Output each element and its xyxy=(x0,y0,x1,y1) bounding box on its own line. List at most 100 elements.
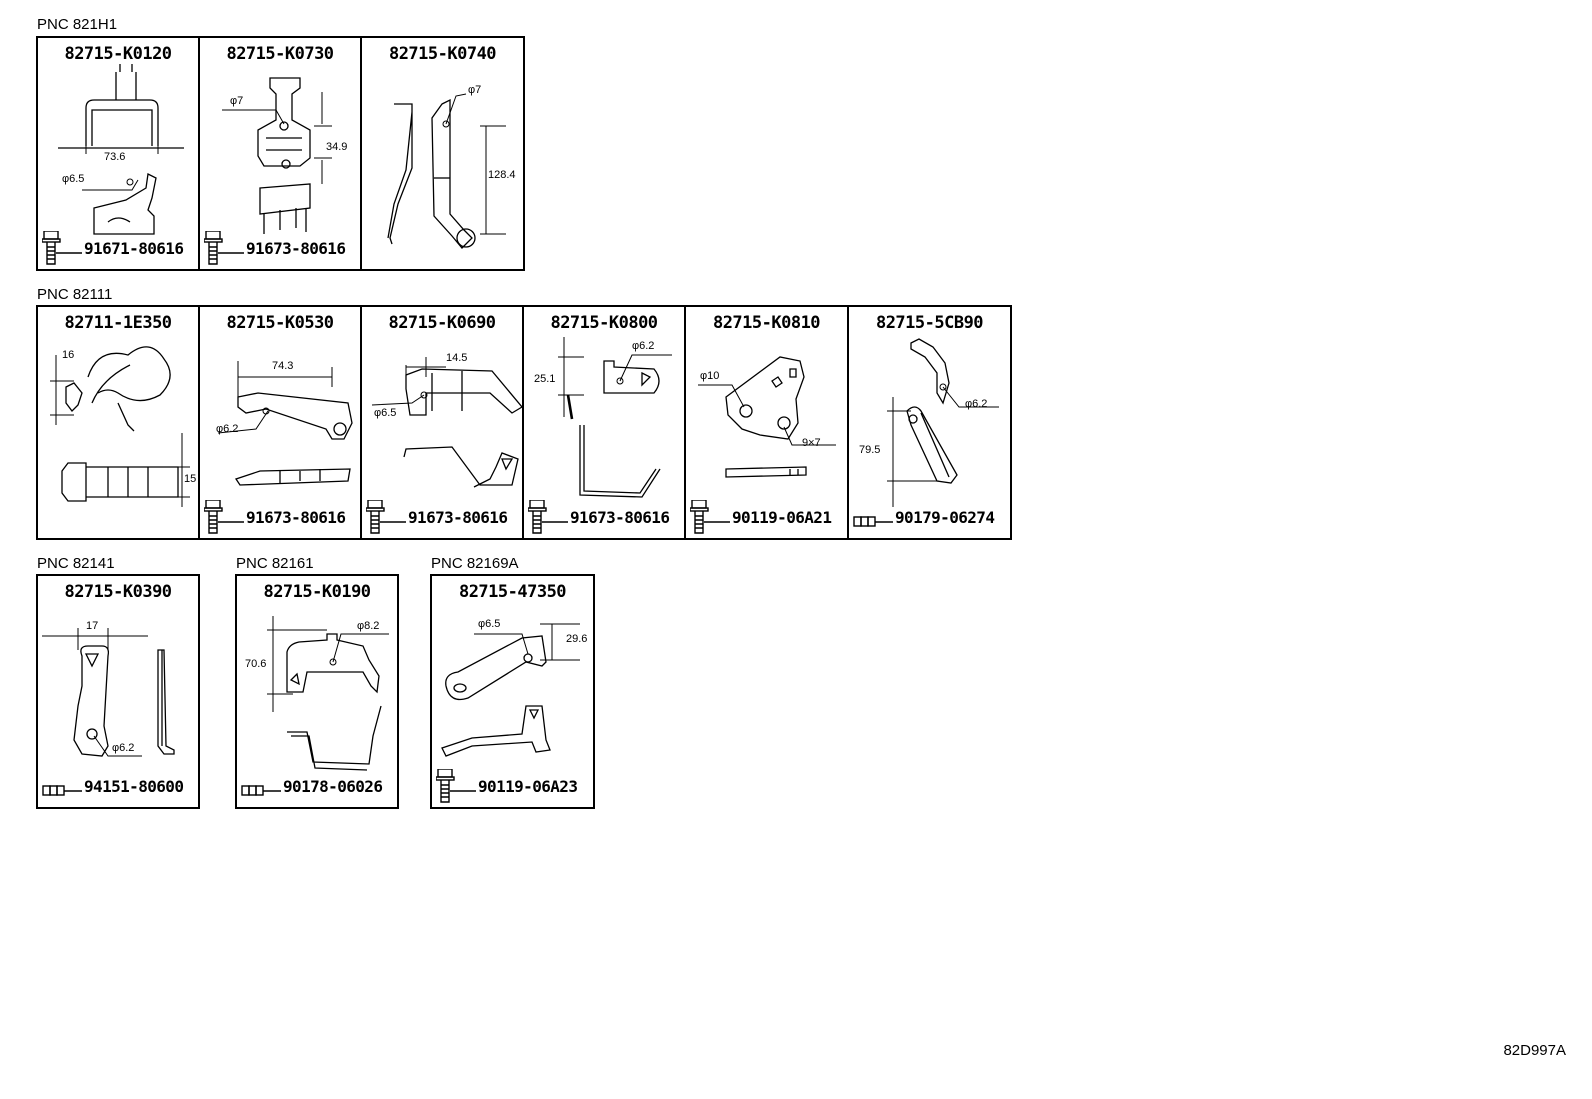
parts-row-821h1: 82715-K0120 73.6 φ6.5 xyxy=(36,36,525,271)
part-number: 82715-K0730 xyxy=(226,44,334,64)
fastener-callout[interactable]: 91673-80616 xyxy=(204,231,358,265)
part-cell-82715-5cb90[interactable]: 82715-5CB90 φ6.2 79.5 9017 xyxy=(847,305,1012,540)
bolt-icon xyxy=(42,231,82,265)
part-cell-82715-k0190[interactable]: 82715-K0190 φ8.2 70.6 90178-06026 xyxy=(235,574,399,809)
part-number: 82715-K0190 xyxy=(263,582,371,602)
fastener-part-number: 91673-80616 xyxy=(246,238,346,258)
pnc-label-82169a: PNC 82169A xyxy=(431,555,519,572)
bracket-drawing xyxy=(267,616,389,771)
part-cell-82711-1e350[interactable]: 82711-1E350 16 15 xyxy=(36,305,200,540)
dimension-label: 70.6 xyxy=(245,658,267,670)
fastener-part-number: 90178-06026 xyxy=(283,776,383,796)
dimension-label: φ6.5 xyxy=(62,173,85,185)
dimension-label: 74.3 xyxy=(272,360,294,372)
bracket-drawing xyxy=(42,628,175,757)
part-number: 82715-K0740 xyxy=(388,44,497,64)
part-cell-82715-k0390[interactable]: 82715-K0390 17 φ6.2 94151- xyxy=(36,574,200,809)
nut-icon xyxy=(42,785,82,796)
part-cell-82715-k0730[interactable]: 82715-K0730 φ7 34.9 xyxy=(198,36,362,271)
fastener-part-number: 90179-06274 xyxy=(895,507,995,527)
fastener-callout[interactable]: 90119-06A21 xyxy=(690,500,845,534)
dimension-label: φ6.2 xyxy=(216,423,239,435)
dimension-label: φ10 xyxy=(700,370,720,382)
dimension-label: 25.1 xyxy=(534,373,556,385)
part-number: 82715-5CB90 xyxy=(875,313,984,333)
part-cell-82715-k0800[interactable]: 82715-K0800 φ6.2 25.1 xyxy=(522,305,686,540)
parts-row-82161: 82715-K0190 φ8.2 70.6 90178-06026 xyxy=(235,574,399,809)
bolt-icon xyxy=(366,500,406,534)
dimension-label: 16 xyxy=(62,349,75,361)
part-number: 82715-K0810 xyxy=(712,313,821,333)
fastener-callout[interactable]: 91671-80616 xyxy=(42,231,196,265)
part-number: 82715-K0390 xyxy=(64,582,172,602)
dimension-label: φ6.2 xyxy=(112,742,135,754)
dimension-label: φ8.2 xyxy=(357,620,380,632)
drawing-reference-code: 82D997A xyxy=(1503,1042,1566,1059)
dimension-label: 17 xyxy=(86,620,99,632)
fastener-part-number: 91673-80616 xyxy=(570,507,670,527)
part-cell-82715-k0690[interactable]: 82715-K0690 14.5 φ6.5 xyxy=(360,305,524,540)
part-number: 82715-K0690 xyxy=(388,313,496,333)
dimension-label: φ6.2 xyxy=(965,398,988,410)
dimension-label: 14.5 xyxy=(446,352,468,364)
fastener-callout[interactable]: 91673-80616 xyxy=(528,500,682,534)
dimension-label: 73.6 xyxy=(104,151,126,163)
dimension-label: φ6.5 xyxy=(374,407,397,419)
pnc-label-821h1: PNC 821H1 xyxy=(37,16,118,33)
part-cell-82715-k0530[interactable]: 82715-K0530 74.3 φ6.2 xyxy=(198,305,362,540)
bracket-drawing xyxy=(371,357,523,488)
fastener-part-number: 94151-80600 xyxy=(84,776,184,796)
dimension-label: φ6.2 xyxy=(632,340,655,352)
bracket-drawing xyxy=(222,77,332,234)
bolt-icon xyxy=(204,231,244,265)
bolt-icon xyxy=(436,769,476,803)
parts-row-82169a: 82715-47350 φ6.5 29.6 xyxy=(430,574,595,809)
bolt-icon xyxy=(690,500,730,534)
bolt-icon xyxy=(528,500,568,534)
bracket-drawing xyxy=(58,64,184,235)
dimension-label: φ7 xyxy=(230,95,244,107)
pnc-label-82111: PNC 82111 xyxy=(37,286,113,303)
fastener-part-number: 91673-80616 xyxy=(408,507,508,527)
dimension-label: 15 xyxy=(184,473,197,485)
bracket-drawing xyxy=(887,338,999,507)
nut-icon xyxy=(853,516,893,527)
dimension-label: 9×7 xyxy=(802,437,821,449)
nut-icon xyxy=(241,785,281,796)
part-cell-82715-k0740[interactable]: 82715-K0740 φ7 128.4 xyxy=(360,36,525,271)
fastener-callout[interactable]: 91673-80616 xyxy=(366,500,520,534)
fastener-callout[interactable]: 91673-80616 xyxy=(204,500,358,534)
fastener-part-number: 90119-06A23 xyxy=(478,776,578,796)
bracket-drawing xyxy=(698,356,836,478)
fastener-callout[interactable]: 94151-80600 xyxy=(42,769,196,803)
clip-drawing xyxy=(50,346,190,507)
bracket-drawing xyxy=(441,623,580,757)
fastener-callout[interactable]: 90179-06274 xyxy=(853,500,1008,534)
fastener-part-number: 90119-06A21 xyxy=(732,507,832,527)
parts-row-82141: 82715-K0390 17 φ6.2 94151- xyxy=(36,574,200,809)
fastener-part-number: 91671-80616 xyxy=(84,238,184,258)
bracket-drawing xyxy=(558,337,672,498)
part-number: 82715-47350 xyxy=(458,582,567,602)
part-number: 82711-1E350 xyxy=(64,313,172,333)
fastener-callout[interactable]: 90178-06026 xyxy=(241,769,395,803)
part-cell-82715-k0810[interactable]: 82715-K0810 φ10 9×7 xyxy=(684,305,849,540)
fastener-part-number: 91673-80616 xyxy=(246,507,346,527)
pnc-label-82141: PNC 82141 xyxy=(37,555,115,572)
part-number: 82715-K0800 xyxy=(550,313,658,333)
dimension-label: 79.5 xyxy=(859,444,881,456)
bracket-drawing xyxy=(387,93,506,249)
part-cell-82715-k0120[interactable]: 82715-K0120 73.6 φ6.5 xyxy=(36,36,200,271)
part-cell-82715-47350[interactable]: 82715-47350 φ6.5 29.6 xyxy=(430,574,595,809)
parts-row-82111: 82711-1E350 16 15 82715-K0530 xyxy=(36,305,1012,540)
pnc-label-82161: PNC 82161 xyxy=(236,555,314,572)
dimension-label: 34.9 xyxy=(326,141,348,153)
bracket-drawing xyxy=(217,361,353,486)
bolt-icon xyxy=(204,500,244,534)
dimension-label: φ7 xyxy=(468,84,482,96)
dimension-label: 29.6 xyxy=(566,633,588,645)
part-number: 82715-K0530 xyxy=(226,313,334,333)
part-number: 82715-K0120 xyxy=(64,44,172,64)
fastener-callout[interactable]: 90119-06A23 xyxy=(436,769,591,803)
dimension-label: 128.4 xyxy=(488,169,516,181)
